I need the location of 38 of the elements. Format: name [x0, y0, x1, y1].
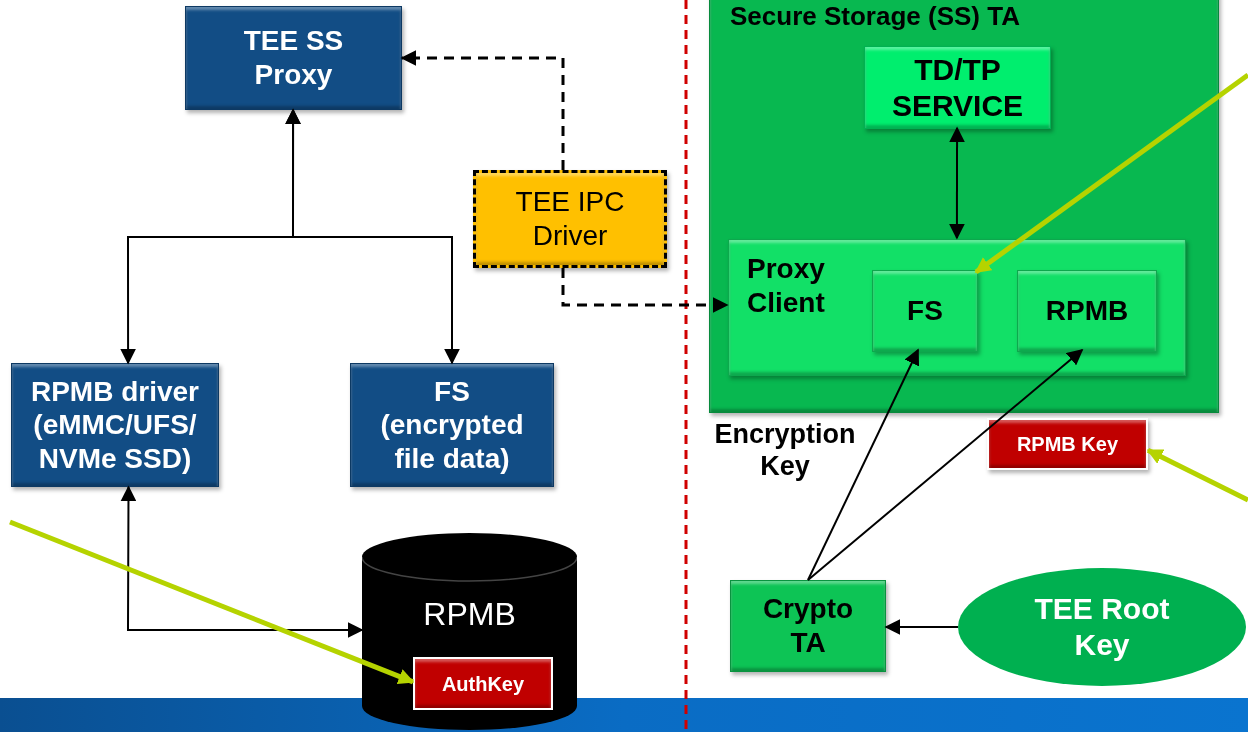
- leader-arrow: [9, 519, 415, 685]
- leader-arrow: [1146, 448, 1248, 503]
- arrow: [948, 126, 966, 240]
- node-label: Crypto TA: [761, 592, 855, 660]
- process-box: [350, 363, 554, 487]
- process-box: [730, 580, 886, 672]
- service-box: [864, 46, 1051, 129]
- arrow: [561, 268, 729, 313]
- node-label: RPMB: [1045, 294, 1129, 328]
- container-box: [728, 239, 1186, 376]
- node-label: AuthKey: [441, 671, 525, 696]
- node-label: RPMB: [423, 595, 516, 634]
- annotation-text: Encryption Key: [713, 418, 857, 483]
- node-label: RPMB Key: [1016, 432, 1119, 456]
- process-box: [185, 6, 402, 110]
- key-box: [413, 657, 553, 710]
- key-box: [987, 418, 1148, 470]
- leader-arrow: [974, 72, 1248, 275]
- node-label: RPMB driver (eMMC/UFS/ NVMe SSD): [29, 374, 200, 476]
- arrow: [807, 348, 1084, 581]
- box-title: Proxy Client: [747, 252, 826, 320]
- node-label: FS (encrypted file data): [379, 374, 525, 476]
- arrow: [807, 348, 919, 581]
- node-label: TEE SS Proxy: [242, 24, 345, 92]
- module-box: [872, 270, 978, 352]
- arrow: [884, 619, 959, 635]
- module-box: [1017, 270, 1157, 352]
- node-label: TD/TP SERVICE: [890, 51, 1025, 124]
- driver-box: [473, 170, 667, 268]
- node-label: TEE IPC Driver: [514, 185, 626, 253]
- driver-box: [11, 363, 219, 487]
- arrow: [120, 485, 364, 638]
- container-box: [709, 0, 1219, 413]
- node-label: FS: [907, 294, 943, 328]
- arrow: [400, 50, 565, 170]
- box-title: Secure Storage (SS) TA: [730, 1, 1020, 33]
- arrow: [285, 108, 460, 365]
- node-label: TEE Root Key: [1033, 591, 1171, 663]
